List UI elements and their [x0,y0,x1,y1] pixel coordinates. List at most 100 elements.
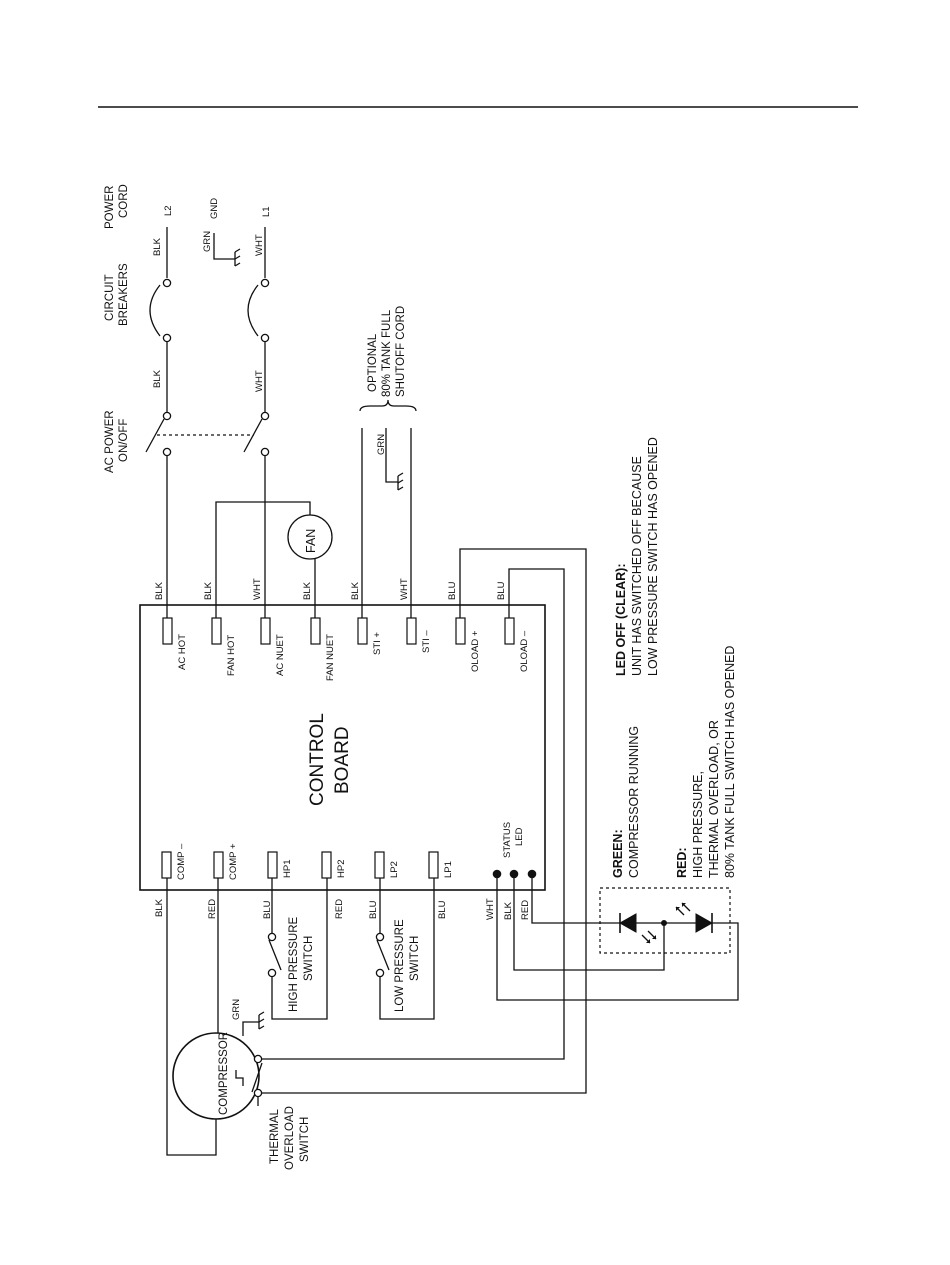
optional-cord-caption: OPTIONAL 80% TANK FULL SHUTOFF CORD [367,306,407,397]
terminal-label-sti-minus: STI – [421,630,432,653]
hp-switch-label-line2: SWITCH [303,936,315,981]
terminal-label-ac-nuet: AC NUET [275,634,286,676]
l2-label: L2 [163,205,174,216]
terminal-sti-minus [406,617,417,645]
green-led-icon [618,913,657,944]
wire-label-lp1: BLU [437,900,448,919]
compressor-icon [172,1032,260,1120]
control-board-title-line2: BOARD [332,726,353,794]
cord-grn-label: GRN [202,231,213,252]
terminal-label-comp-plus: COMP + [228,843,239,880]
breaker-l2-node-bottom [162,333,172,343]
red-led-icon [675,902,714,933]
switch-l1-node-top [260,411,270,421]
terminal-sti-plus [357,617,368,645]
status-led-pin-red [527,869,537,879]
high-pressure-switch-label: HIGH PRESSURE SWITCH [288,916,315,1012]
terminal-label-sti-plus: STI + [372,632,383,655]
hp-switch-label-line1: HIGH PRESSURE [288,916,300,1012]
breaker-l1-node-top [260,278,270,288]
compressor-label: COMPRESSOR [218,1032,230,1115]
legend-red-line3: 80% TANK FULL SWITCH HAS OPENED [723,646,737,878]
status-led-label-line2: LED [514,827,525,846]
wire-label-oload-plus: BLU [447,581,458,600]
cord-gnd-wire [213,233,235,260]
lp-switch-blade [376,939,390,971]
legend-led-off-line2: LOW PRESSURE SWITCH HAS OPENED [646,437,660,676]
terminal-comp-plus [213,851,224,879]
optional-cord-line3: SHUTOFF CORD [395,306,407,397]
bottom-terminal-labels: COMP – COMP + HP1 HP2 LP2 LP1 [176,843,454,880]
switch-l1-node-bottom [260,447,270,457]
wire-label-comp-plus: RED [207,899,218,919]
compressor-grn-label: GRN [231,999,242,1020]
terminal-label-ac-hot: AC HOT [177,634,188,670]
l1-label: L1 [261,206,272,217]
wire-lp1 [379,878,435,1020]
status-led-label-line1: STATUS [502,822,513,858]
low-pressure-switch-label: LOW PRESSURE SWITCH [394,919,421,1012]
wire-label-hp2: RED [334,899,345,919]
circuit-breakers-title: CIRCUIT BREAKERS [104,263,130,326]
terminal-hp1 [267,851,278,879]
legend-led-off-line1: UNIT HAS SWITCHED OFF BECAUSE [630,456,644,676]
breaker-l1-arc-icon [247,284,259,337]
optional-cord-gnd-wire [385,428,398,483]
terminal-label-lp1: LP1 [443,861,454,878]
thermal-switch-bimetal-icon [235,1070,244,1086]
optional-cord-line1: OPTIONAL [367,333,379,392]
led-junction [661,920,667,926]
power-cord-title: POWER CORD [104,184,130,229]
switch-l2-node-bottom [162,447,172,457]
lp-switch-node-top [375,932,385,942]
status-led-pin-blk [509,869,519,879]
terminal-label-hp2: HP2 [336,860,347,878]
wire-comp-minus [166,878,217,1156]
ac-power-title: AC POWER ON/OFF [104,410,130,473]
power-cord-title-line2: CORD [118,184,130,218]
power-cord-title-line1: POWER [104,186,116,229]
terminal-oload-plus [455,617,466,645]
ac-power-title-line1: AC POWER [104,410,116,473]
hp-switch-node-bottom [267,968,277,978]
breaker-l2-node-top [162,278,172,288]
circuit-breakers-title-line1: CIRCUIT [104,274,116,321]
gnd-label: GND [209,198,220,219]
status-led-module [599,887,731,954]
wire-led-red [531,878,600,924]
wire-led-blk [513,878,665,971]
lp-switch-node-bottom [375,968,385,978]
compressor-ground-symbol-icon [258,1011,265,1030]
bottom-terminals [161,851,439,879]
lp-switch-label-line2: SWITCH [409,936,421,981]
terminal-oload-minus [504,617,515,645]
legend-green-line1: COMPRESSOR RUNNING [627,726,641,878]
wire-label-sti-minus: WHT [399,578,410,600]
wire-label-fan-hot: BLK [203,581,214,600]
thermal-switch-node-bottom [253,1088,263,1098]
control-board [139,604,546,891]
legend-red: RED: HIGH PRESSURE, THERMAL OVERLOAD, OR… [675,646,737,878]
wire-label-fan-nuet: BLK [302,581,313,600]
wire-label-lp2: BLU [368,900,379,919]
breaker-wht-label: WHT [254,370,265,392]
thermal-overload-line1: THERMAL [269,1108,281,1164]
top-wire-labels: BLK BLK WHT BLK BLK WHT BLU BLU [154,578,507,600]
thermal-overload-line2: OVERLOAD [284,1106,296,1170]
legend-red-title: RED: [675,847,689,878]
thermal-overload-label: THERMAL OVERLOAD SWITCH [269,1106,311,1170]
terminal-hp2 [321,851,332,879]
legend-led-off: LED OFF (CLEAR): UNIT HAS SWITCHED OFF B… [614,437,660,676]
status-led-pin-wht [492,869,502,879]
optional-cord-ground-symbol-icon [397,472,404,491]
circuit-breakers-title-line2: BREAKERS [118,263,130,326]
thermal-switch-blade [251,1062,263,1093]
breaker-l1-node-bottom [260,333,270,343]
terminal-label-fan-hot: FAN HOT [226,635,237,676]
lp-switch-label-line1: LOW PRESSURE [394,919,406,1012]
terminal-comp-minus [161,851,172,879]
terminal-ac-nuet [260,617,271,645]
breaker-l2-arc-icon [149,284,161,337]
